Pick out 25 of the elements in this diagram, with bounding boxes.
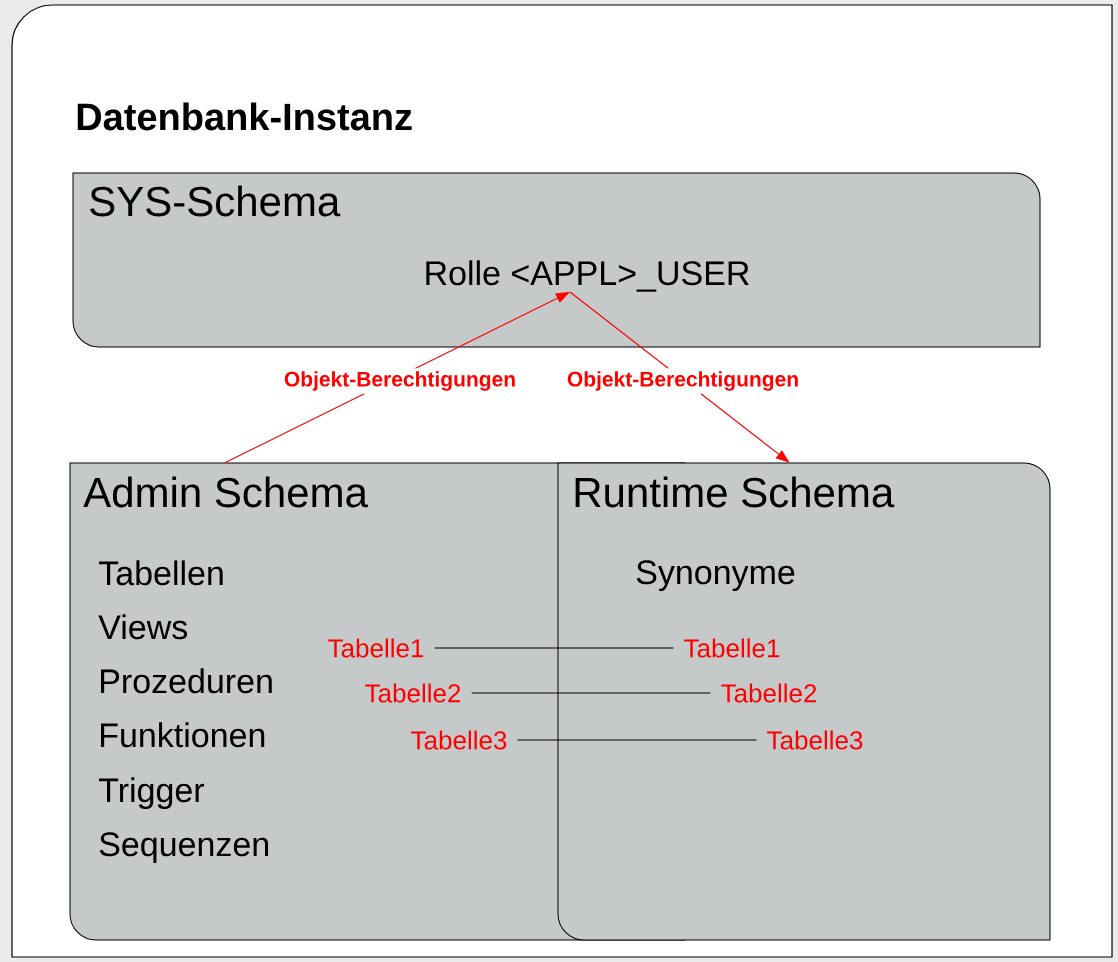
heading: Admin Schema <box>83 476 368 508</box>
connector-line <box>471 692 711 694</box>
list-item: Funktionen <box>101 722 265 748</box>
list-item: Tabellen <box>98 560 223 586</box>
table-label: Tabelle3 <box>767 730 863 750</box>
list-item: Synonyme <box>636 560 795 592</box>
schema-box <box>72 172 1041 348</box>
role-label: Rolle <APPL>_USER <box>426 260 749 292</box>
table-label: Tabelle3 <box>411 730 507 750</box>
heading: Datenbank-Instanz <box>77 102 412 131</box>
list-item: Trigger <box>98 777 205 810</box>
list-item: Sequenzen <box>99 832 268 864</box>
connector-line <box>434 647 674 649</box>
schema-box <box>557 462 1051 941</box>
edge-label: Objekt-Berechtigungen <box>284 371 515 391</box>
list-item: Views <box>98 614 188 640</box>
list-item: Prozeduren <box>101 668 272 694</box>
edge-label: Objekt-Berechtigungen <box>567 371 798 391</box>
heading: SYS-Schema <box>90 185 341 217</box>
table-label: Tabelle2 <box>721 683 817 703</box>
connector-line <box>517 739 757 741</box>
table-label: Tabelle2 <box>365 683 461 703</box>
table-label: Tabelle1 <box>328 638 424 658</box>
table-label: Tabelle1 <box>684 638 780 658</box>
heading: Runtime Schema <box>575 476 895 508</box>
